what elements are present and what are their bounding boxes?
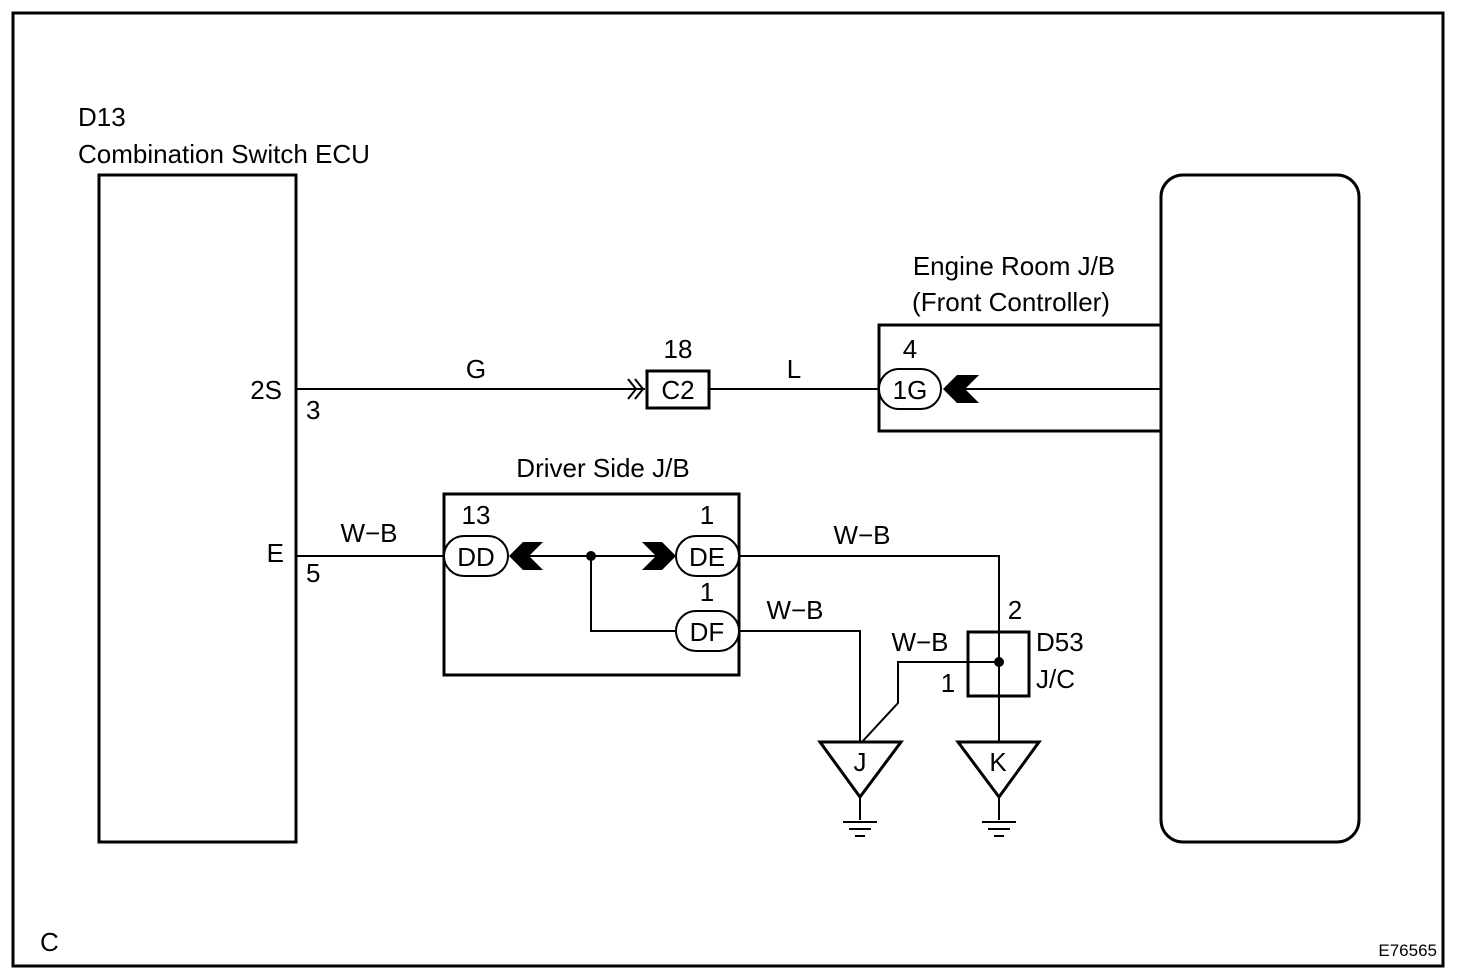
engine-room-jb-box bbox=[877, 323, 1161, 433]
engine-room-jb: Engine Room J/B (Front Controller) 4 1G bbox=[877, 251, 1161, 433]
corner-label: C bbox=[40, 927, 59, 957]
right-module-box bbox=[1159, 173, 1361, 844]
jc-type: J/C bbox=[1036, 664, 1075, 694]
engine-room-jb-title-line1: Engine Room J/B bbox=[913, 251, 1115, 281]
driver-side-jb-box bbox=[442, 492, 741, 677]
ecu-pin-e-name: E bbox=[267, 538, 284, 568]
figure-id: E76565 bbox=[1378, 941, 1437, 960]
ground-k: K bbox=[955, 740, 1042, 837]
ecu-name: Combination Switch ECU bbox=[78, 139, 370, 169]
ground-j-symbol bbox=[843, 821, 877, 837]
c2-pin-number: 18 bbox=[664, 334, 693, 364]
wire-w-b-df-ground-j-label: W−B bbox=[766, 595, 823, 625]
wire-w-b-de-jc bbox=[739, 555, 1000, 632]
ecu-pin-e-number: 5 bbox=[306, 558, 320, 588]
ecu-pin-2s-number: 3 bbox=[306, 395, 320, 425]
ecu-pin-2s-name: 2S bbox=[250, 375, 282, 405]
connector-de-code: DE bbox=[689, 542, 725, 572]
driver-side-jb: Driver Side J/B 13 DD 1 DE 1 DF bbox=[442, 453, 741, 677]
connector-dd-code: DD bbox=[457, 542, 495, 572]
ground-j: J bbox=[817, 740, 904, 837]
wire-w-b-jc-ground-j-label: W−B bbox=[891, 627, 948, 657]
df-pin-number: 1 bbox=[700, 577, 714, 607]
wire-w-b-jc-ground-j bbox=[860, 661, 999, 744]
inline-connector-c2: 18 C2 bbox=[627, 334, 711, 410]
wire-w-b-de-jc-label: W−B bbox=[833, 520, 890, 550]
jc-pin-left: 1 bbox=[941, 668, 955, 698]
ecu-code: D13 bbox=[78, 102, 126, 132]
ground-j-triangle bbox=[817, 740, 904, 800]
ground-k-symbol bbox=[982, 821, 1016, 837]
connector-de-terminal bbox=[642, 542, 676, 570]
engine-room-jb-pin-number: 4 bbox=[903, 334, 917, 364]
outer-frame bbox=[11, 11, 1445, 968]
wire-w-b-df-ground-j bbox=[739, 630, 861, 743]
connector-dd-oval bbox=[443, 535, 509, 577]
wire-g-label: G bbox=[466, 354, 486, 384]
de-pin-number: 1 bbox=[700, 500, 714, 530]
driver-side-jb-title: Driver Side J/B bbox=[516, 453, 689, 483]
wire-l-label: L bbox=[787, 354, 801, 384]
ground-k-triangle bbox=[955, 740, 1042, 800]
ground-k-label: K bbox=[989, 747, 1007, 777]
ground-j-label: J bbox=[854, 747, 867, 777]
combination-switch-ecu: D13 Combination Switch ECU 2S 3 E 5 bbox=[78, 102, 370, 844]
wire-w-b-ecu-dd-label: W−B bbox=[340, 518, 397, 548]
connector-1g-oval bbox=[878, 368, 942, 410]
connector-1g-terminal bbox=[943, 375, 979, 403]
connector-dd-terminal bbox=[509, 542, 543, 570]
connector-df-code: DF bbox=[690, 617, 725, 647]
c2-connector-mark bbox=[627, 378, 645, 400]
df-internal-wire bbox=[590, 556, 676, 632]
c2-code: C2 bbox=[661, 375, 694, 405]
dd-pin-number: 13 bbox=[462, 500, 491, 530]
connector-1g-code: 1G bbox=[893, 375, 928, 405]
jc-code: D53 bbox=[1036, 627, 1084, 657]
engine-room-jb-title-line2: (Front Controller) bbox=[912, 287, 1110, 317]
jc-pin-top: 2 bbox=[1008, 595, 1022, 625]
junction-connector-d53: 2 D53 J/C 1 bbox=[941, 595, 1084, 743]
ecu-box bbox=[97, 173, 298, 844]
